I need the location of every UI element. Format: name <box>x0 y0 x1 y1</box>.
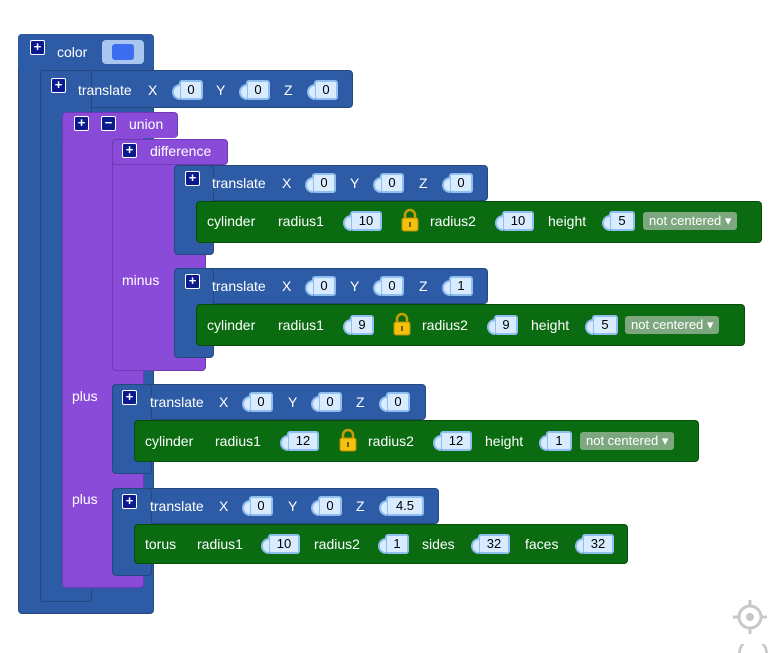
z-input[interactable]: 0 <box>307 80 338 100</box>
expand-icon[interactable]: + <box>74 116 89 131</box>
z-input[interactable]: 4.5 <box>379 496 424 516</box>
target-icon[interactable] <box>732 599 768 635</box>
z-label: Z <box>356 394 365 410</box>
expand-icon[interactable]: + <box>185 171 200 186</box>
minus-label: minus <box>122 272 160 288</box>
translate-label: translate <box>212 175 266 191</box>
z-label: Z <box>419 278 428 294</box>
y-label: Y <box>350 175 360 191</box>
x-input[interactable]: 0 <box>172 80 203 100</box>
radius1-label: radius1 <box>278 317 324 333</box>
translate-label: translate <box>212 278 266 294</box>
radius1-input[interactable]: 9 <box>343 315 374 335</box>
center-dropdown[interactable]: not centered ▾ <box>580 432 675 450</box>
x-label: X <box>219 498 229 514</box>
y-input[interactable]: 0 <box>239 80 270 100</box>
x-input[interactable]: 0 <box>242 392 273 412</box>
cylinder-label: cylinder <box>207 317 256 333</box>
cylinder-block[interactable] <box>196 201 762 243</box>
radius2-input[interactable]: 12 <box>433 431 472 451</box>
torus-label: torus <box>145 536 177 552</box>
faces-label: faces <box>525 536 559 552</box>
z-input[interactable]: 0 <box>379 392 410 412</box>
cylinder-label: cylinder <box>207 213 256 229</box>
y-label: Y <box>288 394 298 410</box>
height-label: height <box>548 213 587 229</box>
x-input[interactable]: 0 <box>305 276 336 296</box>
height-label: height <box>531 317 570 333</box>
x-input[interactable]: 0 <box>242 496 273 516</box>
radius2-input[interactable]: 10 <box>495 211 534 231</box>
height-input[interactable]: 5 <box>602 211 635 231</box>
center-dropdown[interactable]: not centered ▾ <box>643 212 738 230</box>
radius2-input[interactable]: 1 <box>378 534 409 554</box>
zoom-icon[interactable] <box>735 644 771 653</box>
radius1-label: radius1 <box>197 536 243 552</box>
z-input[interactable]: 0 <box>442 173 473 193</box>
difference-label: difference <box>150 143 212 159</box>
y-label: Y <box>350 278 360 294</box>
sides-input[interactable]: 32 <box>471 534 510 554</box>
radius2-label: radius2 <box>368 433 414 449</box>
expand-icon[interactable]: + <box>122 494 137 509</box>
union-label: union <box>129 116 164 132</box>
x-input[interactable]: 0 <box>305 173 336 193</box>
expand-icon[interactable]: + <box>122 143 137 158</box>
color-swatch-fill <box>112 44 134 60</box>
translate-label: translate <box>150 498 204 514</box>
radius1-input[interactable]: 10 <box>261 534 300 554</box>
expand-icon[interactable]: + <box>30 40 45 55</box>
z-label: Z <box>419 175 428 191</box>
color-swatch[interactable] <box>102 40 144 64</box>
cylinder-label: cylinder <box>145 433 194 449</box>
height-label: height <box>485 433 524 449</box>
height-input[interactable]: 1 <box>539 431 572 451</box>
y-label: Y <box>288 498 298 514</box>
y-label: Y <box>216 82 226 98</box>
y-input[interactable]: 0 <box>311 496 342 516</box>
x-label: X <box>282 175 292 191</box>
z-label: Z <box>356 498 365 514</box>
lock-icon[interactable] <box>399 208 421 232</box>
y-input[interactable]: 0 <box>373 173 404 193</box>
translate-label: translate <box>78 82 132 98</box>
faces-input[interactable]: 32 <box>575 534 614 554</box>
lock-icon[interactable] <box>337 428 359 452</box>
plus-label: plus <box>72 491 98 507</box>
z-label: Z <box>284 82 293 98</box>
x-label: X <box>282 278 292 294</box>
center-dropdown[interactable]: not centered ▾ <box>625 316 720 334</box>
radius2-input[interactable]: 9 <box>487 315 518 335</box>
expand-icon[interactable]: + <box>51 78 66 93</box>
y-input[interactable]: 0 <box>373 276 404 296</box>
radius1-input[interactable]: 10 <box>343 211 382 231</box>
height-input[interactable]: 5 <box>585 315 618 335</box>
expand-icon[interactable]: + <box>122 390 137 405</box>
x-label: X <box>219 394 229 410</box>
radius1-input[interactable]: 12 <box>280 431 319 451</box>
lock-icon[interactable] <box>391 312 413 336</box>
sides-label: sides <box>422 536 455 552</box>
expand-icon[interactable]: + <box>185 274 200 289</box>
plus-label: plus <box>72 388 98 404</box>
y-input[interactable]: 0 <box>311 392 342 412</box>
z-input[interactable]: 1 <box>442 276 473 296</box>
radius2-label: radius2 <box>422 317 468 333</box>
radius2-label: radius2 <box>314 536 360 552</box>
x-label: X <box>148 82 158 98</box>
translate-label: translate <box>150 394 204 410</box>
radius1-label: radius1 <box>215 433 261 449</box>
color-label: color <box>57 44 88 60</box>
radius2-label: radius2 <box>430 213 476 229</box>
radius1-label: radius1 <box>278 213 324 229</box>
collapse-icon[interactable]: − <box>101 116 116 131</box>
